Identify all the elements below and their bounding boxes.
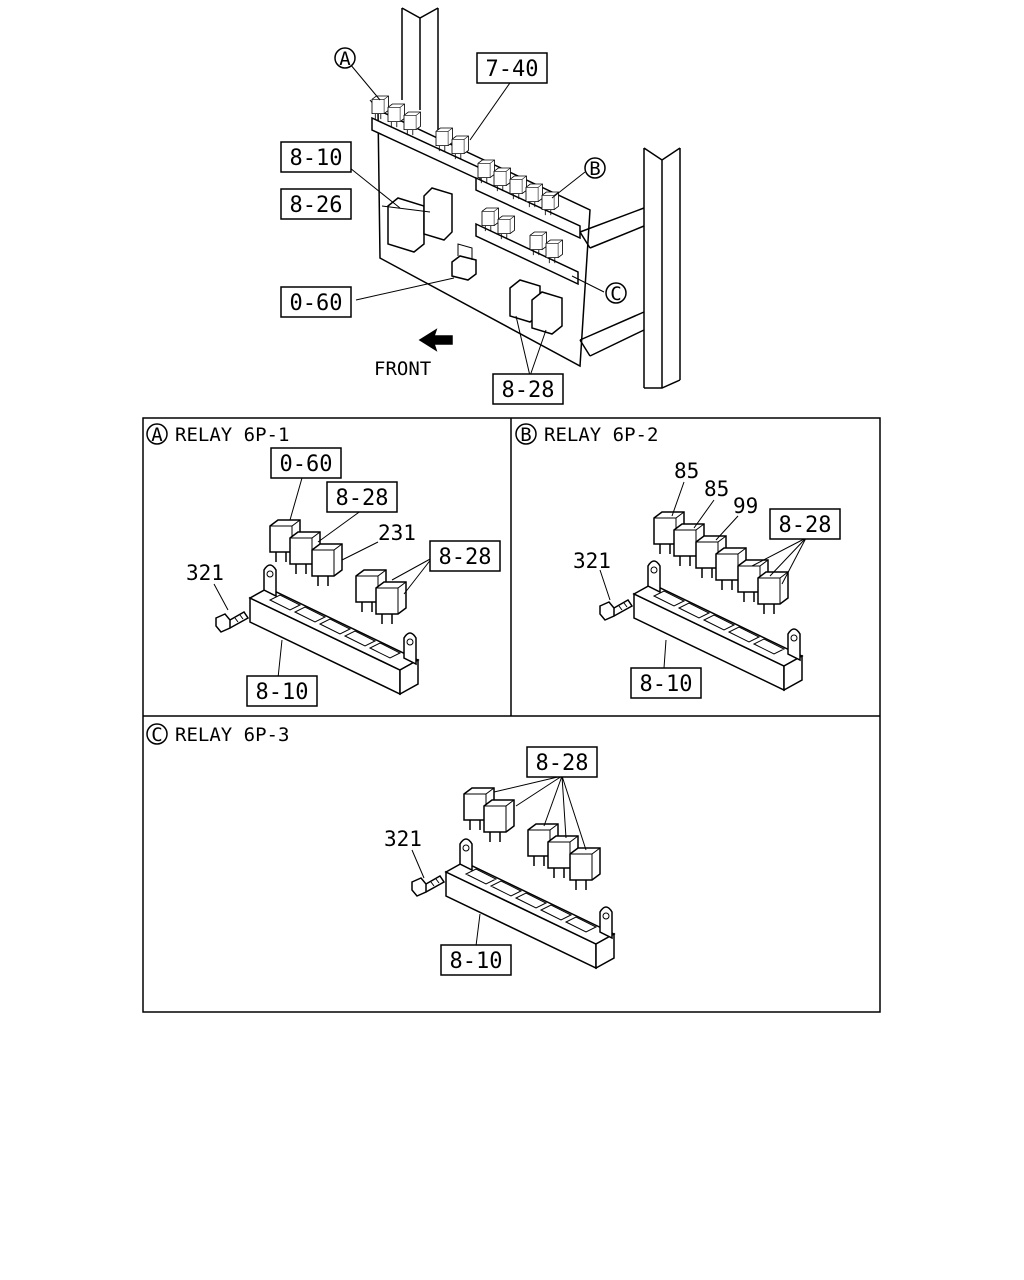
callout-8-26: 8-26 [280,188,352,220]
svg-text:8-28: 8-28 [779,513,832,538]
callout-0-60: 0-60 [280,286,352,318]
svg-text:8-28: 8-28 [536,751,589,776]
svg-text:A: A [339,48,351,70]
svg-text:231: 231 [378,521,416,545]
svg-text:8-28: 8-28 [439,545,492,570]
front-label: FRONT [374,358,431,380]
svg-text:0-60: 0-60 [280,452,333,477]
svg-text:7-40: 7-40 [486,57,539,82]
section-c-title: RELAY 6P-3 [175,724,289,746]
section-b-title: RELAY 6P-2 [544,424,658,446]
svg-text:321: 321 [384,827,422,851]
svg-text:85: 85 [704,477,729,501]
section-a-title: RELAY 6P-1 [175,424,289,446]
marker-b: B [584,157,606,180]
callout-8-28: 8-28 [492,373,564,405]
overview-illustration [349,7,681,389]
svg-text:321: 321 [186,561,224,585]
svg-text:B: B [589,158,600,180]
marker-c: C [605,282,627,305]
section-c-marker: C [151,724,162,746]
detail-frame [142,417,881,1013]
svg-text:8-10: 8-10 [640,672,693,697]
svg-text:8-28: 8-28 [502,378,555,403]
marker-a: A [334,47,356,70]
svg-text:99: 99 [733,494,758,518]
svg-text:8-10: 8-10 [450,949,503,974]
callout-7-40: 7-40 [476,52,548,84]
section-a: A RELAY 6P-1 0-60 8-28 231 8-28 321 8-10 [146,423,501,707]
svg-text:8-10: 8-10 [256,680,309,705]
section-a-marker: A [151,424,163,446]
svg-text:C: C [610,283,621,305]
svg-text:8-26: 8-26 [290,193,343,218]
svg-text:8-10: 8-10 [290,146,343,171]
svg-text:0-60: 0-60 [290,291,343,316]
callout-8-10: 8-10 [280,141,352,173]
svg-text:8-28: 8-28 [336,486,389,511]
section-c: C RELAY 6P-3 8-28 321 8-10 [146,723,615,976]
section-b: B RELAY 6P-2 85 85 99 8-28 321 8-10 [515,423,841,699]
section-b-marker: B [520,424,531,446]
svg-text:321: 321 [573,549,611,573]
svg-text:85: 85 [674,459,699,483]
